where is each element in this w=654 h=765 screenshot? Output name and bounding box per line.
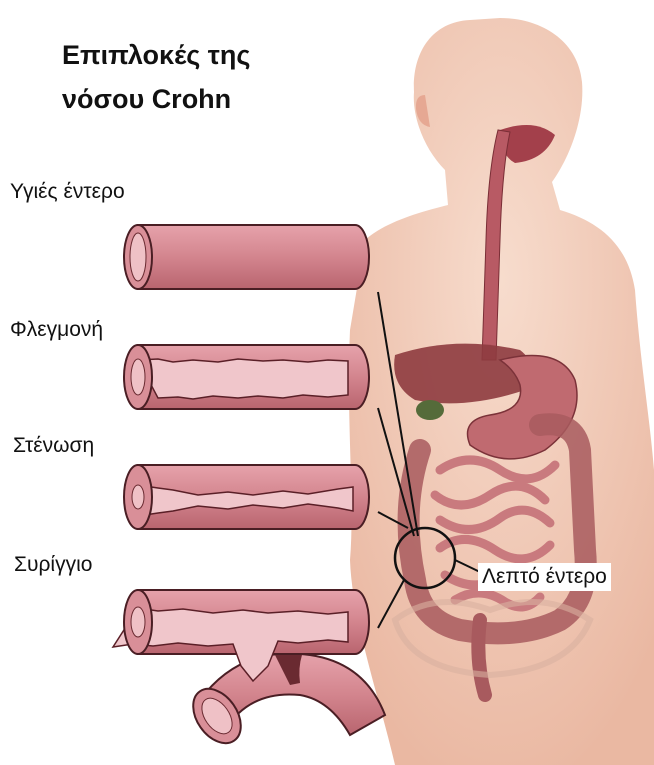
title-line-1: Επιπλοκές της: [62, 40, 250, 71]
label-healthy-intestine: Υγιές έντερο: [10, 180, 125, 204]
label-stricture: Στένωση: [13, 434, 94, 458]
rectum: [478, 620, 485, 695]
label-inflammation: Φλεγμονή: [10, 318, 103, 342]
gallbladder: [416, 400, 444, 420]
healthy-intestine-tube: [124, 225, 369, 289]
label-fistula: Συρίγγιο: [14, 553, 92, 577]
label-small-intestine: Λεπτό έντερο: [478, 563, 611, 591]
title-line-2: νόσου Crohn: [62, 84, 231, 115]
inflammation-intestine-tube: [124, 345, 369, 409]
stricture-intestine-tube: [124, 465, 369, 529]
